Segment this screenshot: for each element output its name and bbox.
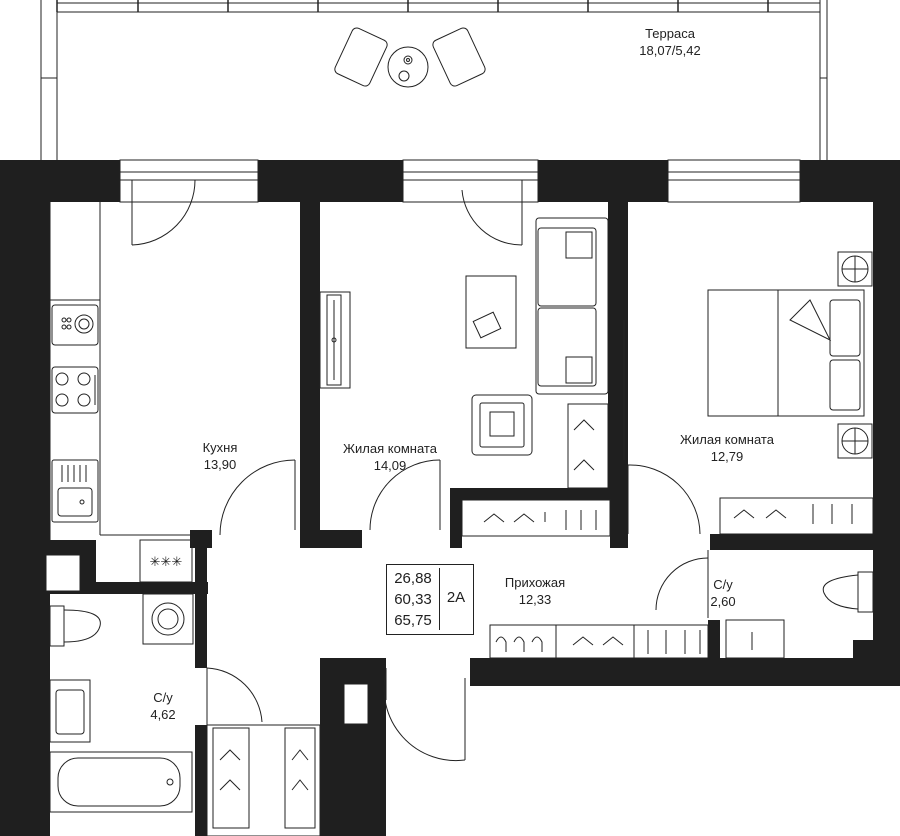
door-small-bath xyxy=(655,550,709,618)
terrace-area: 18,07/5,42 xyxy=(639,43,701,58)
living2-area: 12,79 xyxy=(710,449,744,464)
sink-small-bath xyxy=(725,619,785,659)
kitchen-area: 13,90 xyxy=(203,457,237,472)
area-values: 26,88 60,33 65,75 xyxy=(387,568,440,630)
window-kitchen xyxy=(119,159,259,203)
bath-small-label: С/у 2,60 xyxy=(700,576,746,610)
nightstand-bottom xyxy=(837,423,873,459)
terrace-area xyxy=(40,0,828,160)
door-living1-balcony xyxy=(461,180,523,246)
bath-main-area: 4,62 xyxy=(150,707,176,722)
total-area-value: 60,33 xyxy=(394,591,432,608)
area-summary: 26,88 60,33 65,75 2А xyxy=(386,564,474,635)
armchair xyxy=(471,394,533,456)
living-area-value: 26,88 xyxy=(394,570,432,587)
washing-machine xyxy=(142,593,194,645)
tv-unit xyxy=(319,291,351,389)
window-living2 xyxy=(667,159,801,203)
hall-label: Прихожая 12,33 xyxy=(495,574,575,608)
door-living2 xyxy=(627,464,701,535)
bath-small-name: С/у xyxy=(713,577,733,592)
kitchen-sink xyxy=(51,459,99,523)
window-living1 xyxy=(402,159,539,203)
stove-small: ✳✳✳ xyxy=(139,539,193,583)
sofa xyxy=(535,217,609,395)
terrace-table xyxy=(387,46,429,88)
shaft-2 xyxy=(343,683,369,725)
closet-bottom xyxy=(206,724,321,836)
door-kitchen-balcony xyxy=(131,179,196,246)
bathtub xyxy=(49,751,193,813)
entrance-door xyxy=(383,668,466,762)
kitchen-label: Кухня 13,90 xyxy=(190,439,250,473)
door-living1 xyxy=(369,459,441,531)
coffee-table xyxy=(465,275,517,349)
toilet-small-bath xyxy=(822,571,874,613)
hall-shoe-rack xyxy=(489,624,709,659)
hall-closet-top xyxy=(461,499,611,537)
kitchen-counter xyxy=(49,202,190,540)
bath-main-label: С/у 4,62 xyxy=(140,689,186,723)
shaft xyxy=(45,554,81,592)
svg-text:✳✳✳: ✳✳✳ xyxy=(150,554,183,569)
terrace-label: Терраса 18,07/5,42 xyxy=(620,25,720,59)
nightstand-top xyxy=(837,251,873,287)
living1-area: 14,09 xyxy=(373,458,407,473)
hall-area: 12,33 xyxy=(518,592,552,607)
bath-main-name: С/у xyxy=(153,690,173,705)
terrace-chair-right xyxy=(432,27,486,87)
door-main-bath xyxy=(206,667,263,725)
kitchen-name: Кухня xyxy=(202,440,238,455)
wardrobe-living1 xyxy=(567,403,609,489)
bed xyxy=(707,289,865,417)
cooktop xyxy=(51,366,99,414)
apartment-type: 2А xyxy=(446,589,466,606)
kitchen-sink-small xyxy=(51,304,99,346)
toilet-main-bath xyxy=(49,605,101,647)
wardrobe-living2 xyxy=(719,497,874,535)
sink-main-bath xyxy=(49,679,91,743)
living2-label: Жилая комната 12,79 xyxy=(667,431,787,465)
total-area-with-terrace-value: 65,75 xyxy=(394,612,432,629)
living1-label: Жилая комната 14,09 xyxy=(330,440,450,474)
hall-name: Прихожая xyxy=(504,575,566,590)
terrace-name: Терраса xyxy=(645,26,695,41)
terrace-chair-left xyxy=(334,27,388,87)
living1-name: Жилая комната xyxy=(343,441,437,456)
living2-name: Жилая комната xyxy=(680,432,774,447)
door-kitchen xyxy=(219,459,296,536)
walls xyxy=(0,160,900,836)
bath-small-area: 2,60 xyxy=(710,594,736,609)
